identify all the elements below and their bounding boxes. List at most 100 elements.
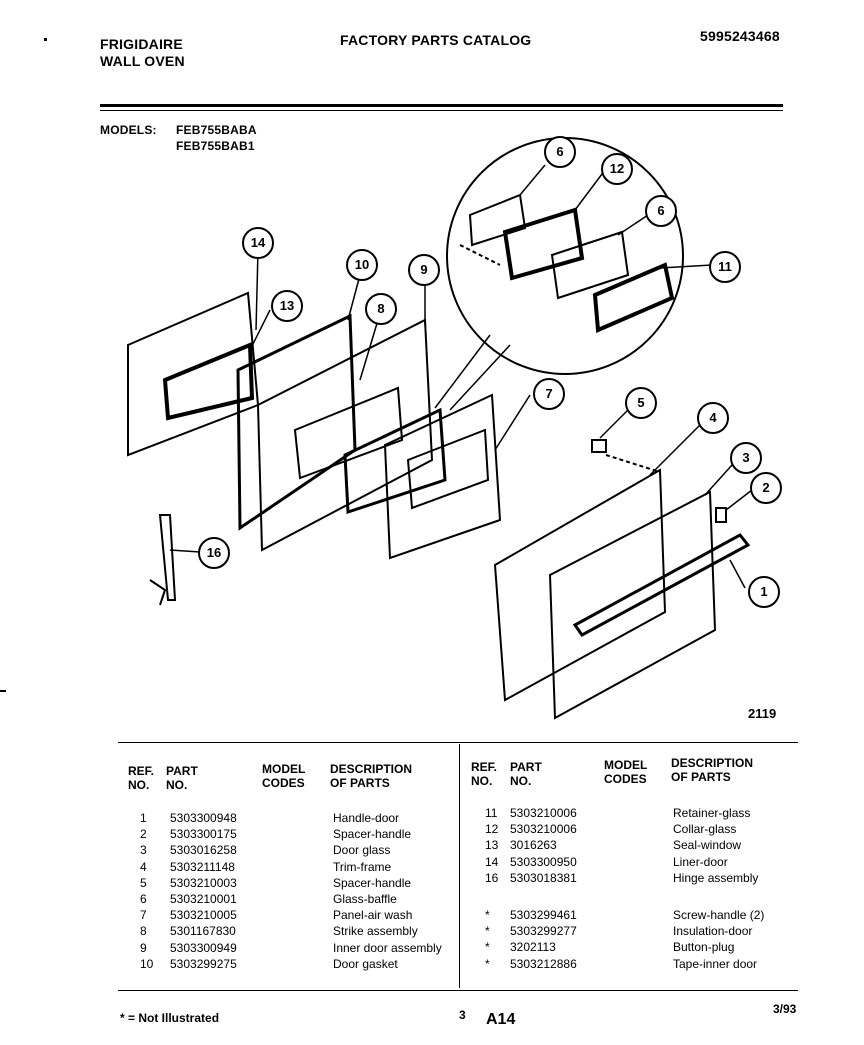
table-top-rule	[118, 742, 798, 743]
glass-baffle-small	[468, 193, 527, 247]
print-date: 3/93	[773, 1002, 797, 1016]
col-header-part-right: PART NO.	[510, 760, 542, 788]
cell-part: 5303299461	[510, 908, 577, 922]
cell-desc: Hinge assembly	[673, 870, 759, 885]
col-header-ref: REF. NO.	[128, 764, 155, 792]
cell-part: 5303300948	[170, 811, 237, 825]
cell-part: 5303210006	[510, 806, 577, 820]
cell-desc: Door glass	[333, 843, 391, 858]
cell-desc: Spacer-handle	[333, 875, 412, 890]
catalog-title: FACTORY PARTS CATALOG	[340, 32, 532, 48]
cell-desc: Glass-baffle	[333, 892, 397, 906]
retainer-glass	[592, 262, 675, 333]
cell-part: 5301167830	[170, 924, 236, 939]
cell-part: 5303016258	[170, 843, 237, 858]
brand-block: FRIGIDAIRE WALL OVEN	[100, 36, 185, 70]
callout-1: 1	[748, 576, 780, 608]
callout-2: 2	[750, 472, 782, 504]
callout-3: 3	[730, 442, 762, 474]
cell-ref: 1	[140, 811, 147, 825]
models-block: MODELS:	[100, 122, 157, 138]
cell-desc: Screw-handle (2)	[673, 908, 765, 922]
page-number: 3	[459, 1008, 466, 1022]
door-gasket	[236, 313, 357, 531]
figure-number: 2119	[748, 706, 777, 721]
cell-part: 3202113	[510, 940, 556, 955]
handle-door	[572, 533, 751, 637]
seal-window	[162, 342, 255, 421]
callout-4: 4	[697, 402, 729, 434]
margin-tick	[0, 690, 6, 692]
cell-ref: 3	[140, 843, 147, 858]
col-header-model: MODEL CODES	[262, 762, 306, 790]
cell-desc: Door gasket	[333, 956, 398, 971]
panel-window	[406, 428, 490, 510]
cell-ref: 6	[140, 892, 147, 906]
glass-baffle-large	[550, 230, 630, 300]
cell-part: 5303210006	[510, 822, 577, 837]
brand-name: FRIGIDAIRE	[100, 36, 183, 52]
cell-desc: Retainer-glass	[673, 806, 751, 820]
callout-11: 11	[709, 251, 741, 283]
table-bottom-rule	[118, 990, 798, 991]
hinge-assembly	[158, 514, 177, 601]
cell-part: 5303300949	[170, 940, 237, 955]
cell-ref: *	[485, 956, 490, 971]
trim-frame	[493, 468, 667, 702]
margin-dot	[44, 38, 47, 41]
doc-number: 5995243468	[700, 28, 780, 44]
cell-part: 5303018381	[510, 870, 577, 885]
cell-desc: Tape-inner door	[673, 956, 758, 971]
cell-ref: 11	[485, 806, 498, 820]
callout-10: 10	[346, 249, 378, 281]
callout-13: 13	[271, 290, 303, 322]
cell-ref: 13	[485, 838, 499, 853]
callout-6a: 6	[544, 136, 576, 168]
exploded-diagram	[127, 137, 753, 720]
cell-desc: Collar-glass	[673, 822, 737, 837]
collar-glass	[502, 207, 585, 281]
spacer-handle	[715, 507, 727, 523]
door-glass-stack	[343, 407, 447, 515]
cell-ref: 4	[140, 859, 147, 874]
cell-part: 3016263	[510, 838, 557, 853]
header-rule-thin	[100, 110, 783, 111]
cell-ref: 8	[140, 924, 147, 939]
model-code: FEB755BAB1	[176, 139, 255, 153]
cell-ref: 2	[140, 827, 147, 842]
callout-12: 12	[601, 153, 633, 185]
callout-16: 16	[198, 537, 230, 569]
cell-ref: 10	[140, 956, 154, 971]
cell-ref: *	[485, 940, 490, 955]
inner-door-window	[293, 386, 404, 480]
product-name: WALL OVEN	[100, 53, 185, 69]
cell-desc: Insulation-door	[673, 924, 753, 939]
section-code: A14	[486, 1011, 516, 1028]
models-label: MODELS:	[100, 123, 157, 137]
cell-ref: *	[485, 908, 490, 922]
cell-part: 5303299275	[170, 956, 237, 971]
cell-desc: Inner door assembly	[333, 940, 442, 955]
cell-desc: Panel-air wash	[333, 908, 413, 923]
cell-desc: Button-plug	[673, 940, 735, 955]
header-rule-thick	[100, 104, 783, 107]
cell-part: 5303300950	[510, 854, 577, 869]
spacer-handle-small	[591, 439, 607, 453]
cell-part: 5303212886	[510, 956, 577, 971]
col-header-desc-right: DESCRIPTION OF PARTS	[671, 756, 754, 784]
col-header-model-right: MODEL CODES	[604, 758, 648, 786]
cell-ref: 5	[140, 875, 147, 890]
callout-5: 5	[625, 387, 657, 419]
model-code: FEB755BABA	[176, 123, 257, 137]
cell-desc: Spacer-handle	[333, 827, 412, 842]
callout-14: 14	[242, 227, 274, 259]
callout-6b: 6	[645, 195, 677, 227]
cell-ref: 7	[140, 908, 147, 923]
cell-ref: 9	[140, 940, 147, 955]
col-header-desc: DESCRIPTION OF PARTS	[330, 762, 413, 790]
cell-desc: Trim-frame	[333, 859, 392, 874]
table-divider	[459, 744, 460, 988]
cell-part: 5303211148	[170, 859, 235, 874]
cell-ref: 16	[485, 870, 499, 885]
col-header-part: PART NO.	[166, 764, 198, 792]
